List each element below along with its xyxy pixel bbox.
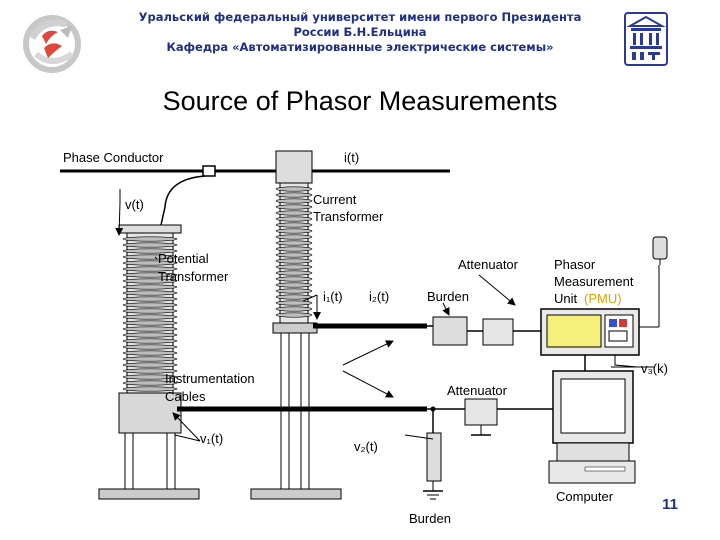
label-attenuator-top: Attenuator [458,257,519,272]
label-v2-t: v₂(t) [354,439,378,454]
label-current-transformer-2: Transformer [313,209,384,224]
insulator-rib [275,204,313,210]
header-line-3: Кафедра «Автоматизированные электрически… [166,40,554,54]
insulator-rib [122,254,178,260]
university-header: Уральский федеральный университет имени … [100,10,620,55]
insulator-rib [122,272,178,278]
insulator-rib [122,290,178,296]
insulator-rib [122,386,178,392]
attenuator-bottom-box [464,398,498,426]
insulator-rib [122,374,178,380]
label-i1-t: i₁(t) [323,289,343,304]
burden-bottom-box [426,432,442,482]
insulator-rib [122,296,178,302]
label-v1-t: v₁(t) [200,431,223,446]
insulator-rib [275,264,313,270]
label-i-t: i(t) [344,150,359,165]
header-line-1: Уральский федеральный университет имени … [138,10,582,24]
pt-lead-wire [160,175,206,226]
university-logo-left-icon [23,15,81,73]
burden-top-box [432,316,468,346]
label-potential-transformer-2: Transformer [158,269,229,284]
insulator-rib [275,222,313,228]
insulator-rib [275,300,313,306]
insulator-rib [122,284,178,290]
insulator-rib [122,356,178,362]
label-attenuator-bottom: Attenuator [447,383,508,398]
potential-transformer [98,224,200,500]
attenuator-top-box [482,318,514,346]
label-instrumentation-2: Cables [165,389,206,404]
phasor-measurement-diagram: Phase Conductor i(t) v(t) Current Transf… [60,150,668,526]
insulator-rib [122,338,178,344]
insulator-rib [122,350,178,356]
insulator-rib [275,288,313,294]
insulator-rib [275,186,313,192]
insulator-rib [122,368,178,374]
insulator-rib [122,248,178,254]
insulator-rib [122,344,178,350]
insulator-rib [275,234,313,240]
insulator-rib [122,278,178,284]
label-pmu-1: Phasor [554,257,596,272]
insulator-rib [275,294,313,300]
pmu-unit [540,308,640,356]
insulator-rib [122,302,178,308]
insulator-rib [122,266,178,272]
label-pmu-3: Unit [554,291,578,306]
label-burden-top: Burden [427,289,469,304]
gps-antenna-icon [652,236,668,260]
insulator-rib [122,326,178,332]
page-number: 11 [662,496,678,513]
insulator-rib [122,320,178,326]
insulator-rib [275,306,313,312]
label-v3-k: v₃(k) [641,361,668,376]
label-current-transformer-1: Current [313,192,357,207]
label-instrumentation-1: Instrumentation [165,371,255,386]
insulator-rib [275,282,313,288]
current-transformer [250,150,342,500]
label-v-t: v(t) [125,197,144,212]
insulator-rib [122,242,178,248]
insulator-rib [275,192,313,198]
insulator-rib [275,258,313,264]
insulator-rib [275,216,313,222]
label-pmu-4: (PMU) [584,291,622,306]
insulator-rib [275,198,313,204]
insulator-rib [275,228,313,234]
insulator-rib [122,332,178,338]
insulator-rib [122,362,178,368]
insulator-rib [275,210,313,216]
insulator-rib [275,270,313,276]
ugtu-logo-icon [624,12,668,66]
insulator-rib [275,276,313,282]
insulator-rib [275,240,313,246]
label-i2-t: i₂(t) [369,289,389,304]
label-pmu-2: Measurement [554,274,634,289]
insulator-rib [275,312,313,318]
insulator-rib [122,308,178,314]
insulator-rib [122,380,178,386]
label-potential-transformer-1: Potential [158,251,209,266]
slide-title: Source of Phasor Measurements [162,86,558,116]
insulator-rib [275,246,313,252]
computer [548,370,636,484]
label-computer: Computer [556,489,614,504]
insulator-rib [275,252,313,258]
conductor-clamp [202,165,216,177]
insulator-rib [122,260,178,266]
label-burden-bottom: Burden [409,511,451,526]
insulator-rib [122,314,178,320]
header-line-2: России Б.Н.Ельцина [293,25,427,39]
label-phase-conductor: Phase Conductor [63,150,164,165]
insulator-rib [122,236,178,242]
